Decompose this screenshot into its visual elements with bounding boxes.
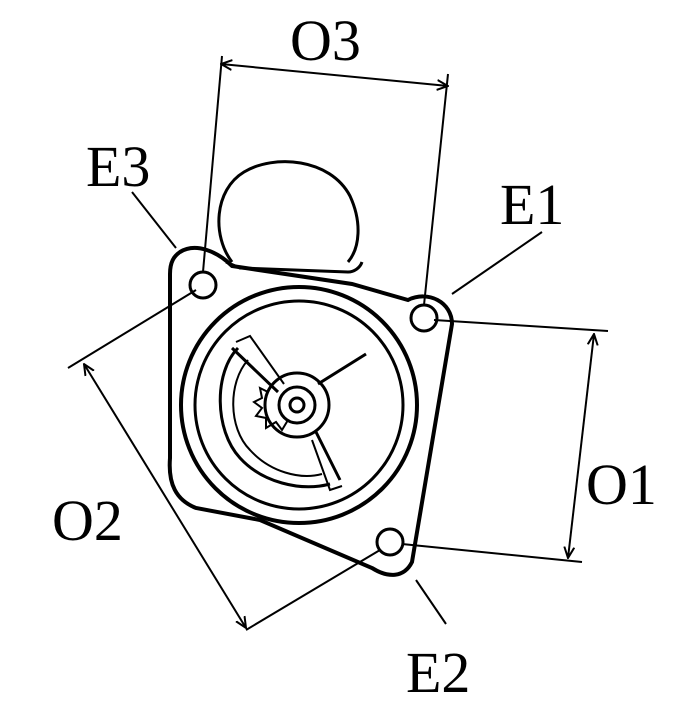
solenoid-dome bbox=[217, 160, 360, 263]
o3-extension-left bbox=[202, 55, 223, 273]
bolt-hole-e3 bbox=[188, 270, 218, 300]
label-o3: O3 bbox=[290, 8, 361, 73]
shift-lever bbox=[230, 346, 367, 481]
o2-dimension-line bbox=[84, 364, 246, 628]
pinion-outer bbox=[263, 371, 331, 439]
pinion-middle bbox=[277, 385, 317, 425]
label-e2: E2 bbox=[406, 640, 470, 705]
mounting-flange bbox=[167, 246, 455, 577]
o2-extension-bottom bbox=[245, 549, 381, 631]
label-e3: E3 bbox=[86, 134, 150, 199]
pilot-inner-ring bbox=[193, 299, 405, 511]
bolt-hole-e1 bbox=[409, 303, 439, 333]
pinion-shaft bbox=[288, 396, 306, 414]
solenoid-base bbox=[225, 260, 364, 274]
bolt-hole-e2 bbox=[375, 527, 405, 557]
o3-dimension-line bbox=[221, 64, 448, 86]
o3-extension-right bbox=[423, 73, 449, 306]
o2-extension-top bbox=[67, 289, 197, 369]
label-o1: O1 bbox=[586, 452, 657, 517]
e2-leader bbox=[415, 579, 447, 625]
label-e1: E1 bbox=[500, 172, 564, 237]
o1-extension-top bbox=[433, 319, 609, 332]
shift-fork bbox=[235, 334, 343, 492]
label-o2: O2 bbox=[52, 488, 123, 553]
e3-leader bbox=[131, 191, 177, 249]
e1-leader bbox=[451, 231, 543, 295]
drive-housing-arc bbox=[218, 346, 331, 489]
o1-dimension-line bbox=[568, 334, 594, 558]
o1-extension-bottom bbox=[401, 543, 583, 563]
pinion-teeth bbox=[252, 386, 289, 432]
